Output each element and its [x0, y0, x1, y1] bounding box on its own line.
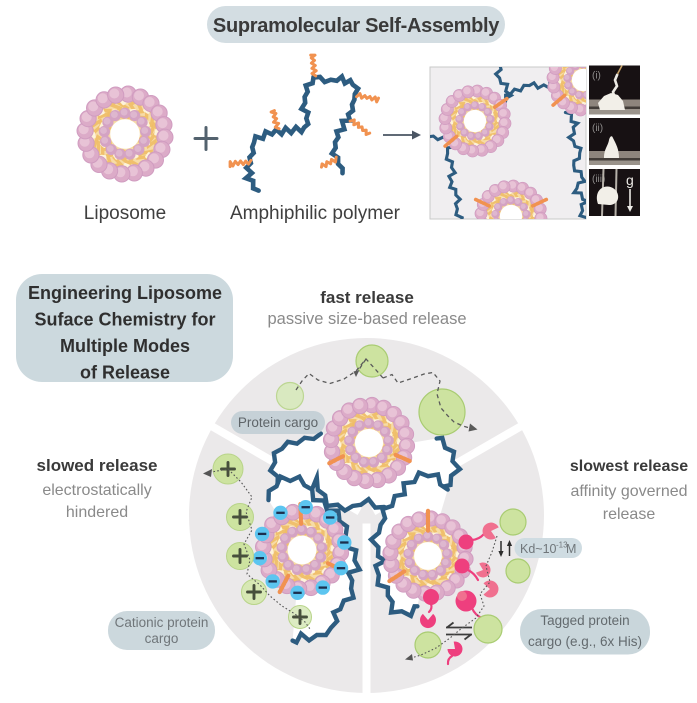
svg-text:Liposome: Liposome: [84, 203, 166, 224]
svg-text:slowest release: slowest release: [570, 458, 688, 475]
svg-text:fast release: fast release: [320, 288, 414, 307]
svg-text:g: g: [626, 172, 634, 188]
svg-text:(ii): (ii): [592, 123, 603, 134]
svg-text:Supramolecular Self-Assembly: Supramolecular Self-Assembly: [213, 15, 500, 37]
svg-text:hindered: hindered: [66, 504, 128, 521]
svg-text:Tagged protein: Tagged protein: [540, 613, 629, 628]
svg-text:slowed release: slowed release: [37, 456, 158, 475]
svg-text:Cationic protein: Cationic protein: [115, 615, 209, 630]
svg-text:M: M: [566, 542, 576, 556]
svg-text:release: release: [603, 506, 656, 523]
svg-text:cargo (e.g., 6x His): cargo (e.g., 6x His): [528, 634, 642, 649]
svg-text:electrostatically: electrostatically: [42, 482, 151, 499]
svg-text:affinity governed: affinity governed: [570, 483, 687, 500]
svg-text:-13: -13: [556, 541, 568, 550]
svg-text:passive size-based release: passive size-based release: [267, 310, 466, 328]
svg-text:Engineering Liposome: Engineering Liposome: [28, 283, 222, 303]
svg-text:(i): (i): [592, 71, 601, 82]
svg-text:Amphiphilic polymer: Amphiphilic polymer: [230, 203, 401, 224]
svg-text:(iii): (iii): [592, 174, 605, 185]
svg-text:Suface Chemistry for: Suface Chemistry for: [34, 310, 215, 330]
svg-text:Protein cargo: Protein cargo: [238, 415, 318, 430]
svg-text:Kd~10: Kd~10: [520, 542, 557, 556]
svg-text:Multiple Modes: Multiple Modes: [60, 336, 190, 356]
svg-text:of Release: of Release: [80, 363, 170, 383]
svg-text:cargo: cargo: [145, 631, 179, 646]
